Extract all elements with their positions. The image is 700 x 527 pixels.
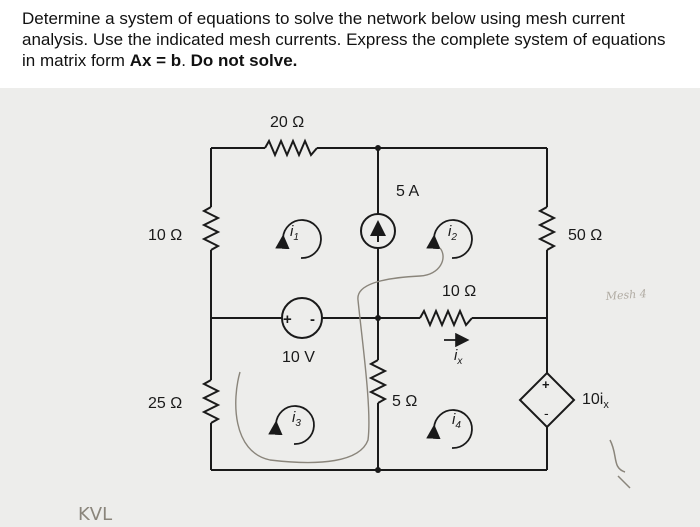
question-equation: Ax = b — [129, 51, 182, 70]
voltage-source — [281, 297, 323, 339]
dependent-source-plus: + — [542, 377, 550, 392]
mesh-3-arrow — [268, 405, 315, 445]
question-band — [0, 0, 700, 88]
junctions — [375, 145, 381, 473]
handwriting-mesh-note: Mesh 4 — [604, 287, 647, 303]
mesh-4-arrow — [426, 409, 473, 449]
pencil-supermesh-loop — [235, 247, 444, 464]
pencil-scribble-right — [609, 439, 631, 489]
resistor-left-top-label: 10 Ω — [148, 227, 182, 244]
mesh-2-arrow — [426, 219, 473, 259]
mesh-4-label: i4 — [452, 411, 461, 431]
current-source-label: 5 A — [396, 183, 419, 200]
dependent-source-minus: - — [544, 405, 549, 421]
question-part2: . — [181, 51, 191, 70]
resistor-left-bottom-label: 25 Ω — [148, 395, 182, 412]
mesh-2-label: i2 — [448, 223, 457, 243]
mesh-1-label: i1 — [290, 223, 299, 243]
voltage-source-minus: - — [310, 311, 315, 328]
voltage-source-label: 10 V — [282, 349, 315, 366]
resistor-right — [537, 206, 557, 251]
resistor-center-bottom — [368, 359, 388, 404]
resistor-middle — [419, 308, 473, 328]
mesh-1-arrow — [275, 219, 322, 259]
dependent-source — [518, 371, 576, 429]
control-current-label: ix — [454, 347, 463, 367]
circuit-wires — [201, 138, 557, 471]
resistor-top — [264, 138, 318, 158]
dependent-source-label: 10ix — [582, 391, 609, 411]
resistor-right-label: 50 Ω — [568, 227, 602, 244]
voltage-source-plus: + — [283, 311, 292, 328]
handwriting-kvl: KVL — [78, 504, 112, 525]
resistor-middle-label: 10 Ω — [442, 283, 476, 300]
question-part1: Determine a system of equations to solve… — [22, 9, 666, 70]
question-text: Determine a system of equations to solve… — [22, 8, 682, 71]
resistor-left-top — [201, 206, 221, 251]
resistor-top-label: 20 Ω — [270, 114, 304, 131]
mesh-3-label: i3 — [292, 409, 301, 429]
resistor-left-bottom — [201, 379, 221, 424]
resistor-center-bottom-label: 5 Ω — [392, 393, 417, 410]
question-emphasis: Do not solve. — [190, 51, 298, 70]
current-source — [360, 213, 396, 249]
